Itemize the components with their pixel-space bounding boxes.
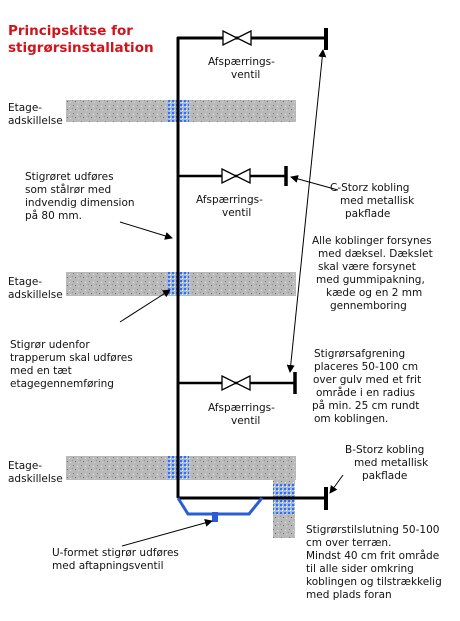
u-riser-label: U-formet stigrør udføres med aftapningsv… bbox=[52, 547, 182, 572]
b-storz-label: B-Storz kobling med metallisk pakflade bbox=[345, 444, 432, 482]
branch-height-arrow bbox=[286, 49, 327, 373]
riser-outside-label: Stigrør udenfor trapperum skal udføres m… bbox=[10, 339, 136, 390]
riser-spec-label: Stigrøret udføres som stålrør med indven… bbox=[25, 171, 138, 222]
couplings-cover-label: Alle koblinger forsynes med dæksel. Dæks… bbox=[312, 235, 436, 312]
branch-placement-label: Stigrørsafgrening placeres 50-100 cm ove… bbox=[312, 348, 425, 425]
lower-valve-icon bbox=[221, 374, 251, 392]
riser-outside-arrow bbox=[119, 289, 171, 323]
drain-valve-icon bbox=[212, 512, 218, 522]
shutoff-valve-label-3: Afspærrings- ventil bbox=[208, 402, 278, 427]
b-storz-arrow bbox=[329, 474, 344, 494]
floor-separator-label-1: Etage- adskillelse bbox=[8, 102, 63, 127]
c-storz-label: C-Storz kobling med metallisk pakflade bbox=[330, 182, 418, 220]
u-pipe bbox=[176, 497, 264, 516]
u-riser-arrow bbox=[121, 519, 213, 547]
floor-separator-label-2: Etage- adskillelse bbox=[8, 276, 63, 301]
riser-spec-arrow bbox=[119, 221, 173, 240]
floor-separator-label-3: Etage- adskillelse bbox=[8, 460, 63, 485]
diagram-title: Principskitse for stigrørsinstallation bbox=[8, 23, 154, 56]
shutoff-valve-label-1: Afspærrings- ventil bbox=[208, 56, 278, 81]
inlet-spec-label: Stigrørstilslutning 50-100 cm over terræ… bbox=[306, 524, 445, 601]
shutoff-valve-label-2: Afspærrings- ventil bbox=[196, 194, 266, 219]
middle-valve-icon bbox=[221, 167, 251, 185]
top-valve-icon bbox=[222, 29, 252, 47]
